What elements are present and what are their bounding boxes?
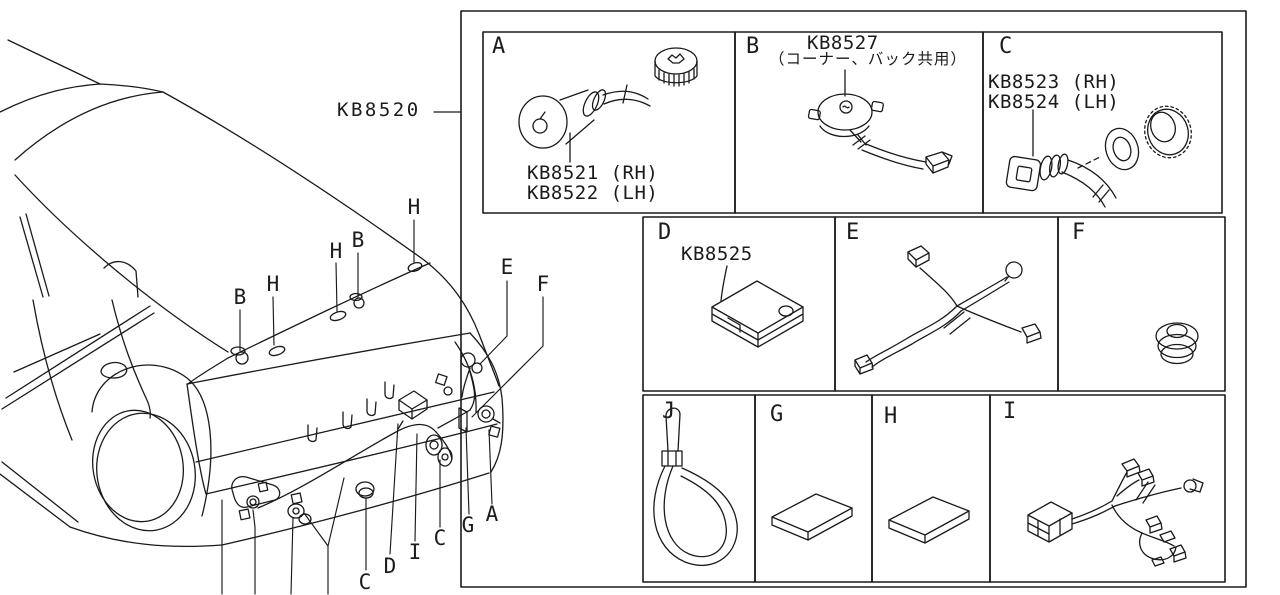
panel-j-box bbox=[642, 394, 756, 583]
panel-g-drawing bbox=[771, 493, 853, 541]
panel-a-letter: A bbox=[492, 34, 506, 59]
car-callout-a: A bbox=[485, 502, 499, 526]
car-callout-h-3: H bbox=[407, 195, 421, 219]
panel-i-drawing bbox=[1027, 458, 1204, 567]
panel-b-part-number: KB8527 bbox=[807, 32, 879, 54]
panel-h-letter: H bbox=[884, 404, 898, 429]
outer-kit-box bbox=[460, 10, 1247, 588]
panel-a-drawing bbox=[518, 47, 698, 163]
car-callout-f: F bbox=[536, 272, 550, 296]
kit-box-frames bbox=[433, 10, 1247, 588]
car-callout-c-2: C bbox=[433, 526, 447, 550]
panel-f-drawing bbox=[1155, 322, 1199, 365]
callout-leader-lines bbox=[221, 219, 544, 595]
car-callout-i: I bbox=[408, 540, 422, 564]
panel-b-part-note-jp: （コーナー、バック共用） bbox=[769, 50, 967, 68]
panel-d-part-number: KB8525 bbox=[681, 243, 753, 265]
car-rear-line-drawing bbox=[0, 39, 504, 548]
panel-j-letter: J bbox=[662, 399, 676, 424]
panel-b-drawing bbox=[807, 69, 953, 174]
panel-f-letter: F bbox=[1072, 220, 1086, 245]
panel-i-box bbox=[989, 394, 1226, 583]
car-callout-c-1: C bbox=[358, 570, 372, 594]
panel-e-letter: E bbox=[846, 220, 860, 245]
panel-b-letter: B bbox=[746, 34, 760, 59]
panel-d-letter: D bbox=[658, 220, 672, 245]
panel-c-letter: C bbox=[999, 34, 1013, 59]
panel-e-drawing bbox=[854, 245, 1042, 375]
panel-a-part-number-rh: KB8521 (RH) bbox=[527, 162, 659, 184]
panel-d-drawing bbox=[711, 265, 804, 348]
panel-c-box bbox=[982, 31, 1223, 214]
panel-j-drawing bbox=[653, 407, 738, 566]
car-callout-e: E bbox=[500, 255, 514, 279]
car-callout-h-2: H bbox=[329, 239, 343, 263]
kit-part-number: KB8520 bbox=[337, 99, 421, 121]
panel-h-drawing bbox=[888, 496, 970, 544]
panel-f-box bbox=[1057, 216, 1226, 392]
panel-i-letter: I bbox=[1003, 399, 1017, 424]
panel-c-part-number-lh: KB8524 (LH) bbox=[988, 91, 1120, 113]
panel-c-drawing bbox=[1005, 105, 1192, 208]
panel-a-part-number-lh: KB8522 (LH) bbox=[527, 182, 659, 204]
panel-g-letter: G bbox=[770, 402, 784, 427]
car-callout-h-1: H bbox=[266, 272, 280, 296]
car-callout-b-1: B bbox=[233, 285, 247, 309]
car-callout-b-2: B bbox=[351, 228, 365, 252]
car-callout-d: D bbox=[383, 554, 397, 578]
panel-c-part-number-rh: KB8523 (RH) bbox=[988, 71, 1120, 93]
car-callout-g: G bbox=[461, 513, 475, 537]
